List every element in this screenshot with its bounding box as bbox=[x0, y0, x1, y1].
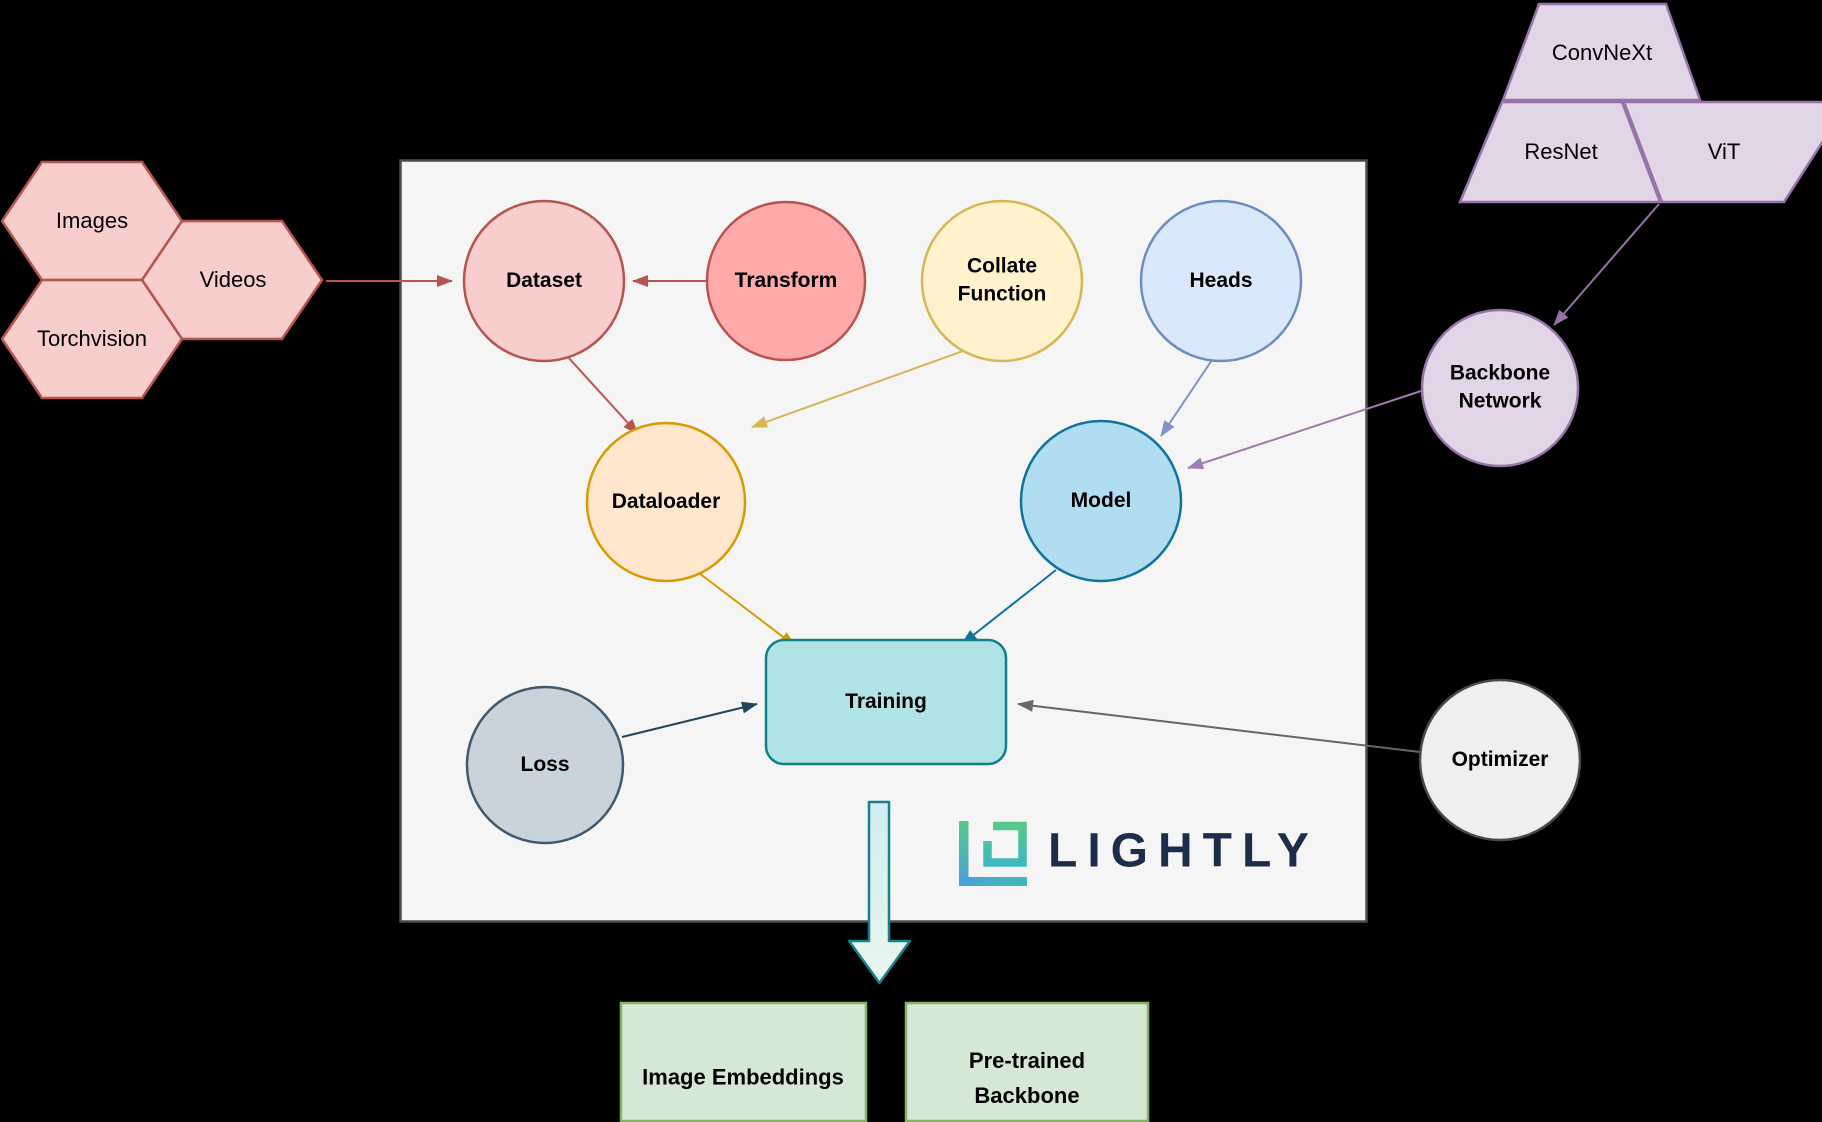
torchvision-hexagon bbox=[0, 278, 184, 400]
loss-node bbox=[465, 685, 625, 845]
image-embeddings-box bbox=[619, 1001, 868, 1122]
lightly-wordmark: LIGHTLY bbox=[1048, 824, 1319, 878]
training-box bbox=[764, 638, 1008, 766]
edge-backbones-backbone-network bbox=[1553, 203, 1660, 326]
edge-backbone-model bbox=[1187, 389, 1425, 469]
backbone-network-node bbox=[1420, 308, 1580, 468]
edge-model-training bbox=[961, 569, 1057, 645]
edge-loss-training bbox=[621, 701, 758, 738]
dataset-node bbox=[462, 199, 626, 363]
transform-node bbox=[705, 200, 867, 362]
edge-collate-dataloader bbox=[751, 350, 964, 428]
dataloader-node bbox=[585, 421, 747, 583]
model-node bbox=[1019, 419, 1183, 583]
pretrained-backbone-box bbox=[904, 1001, 1150, 1122]
lightly-logo-icon bbox=[959, 821, 1027, 886]
convnext-trapezoid bbox=[1501, 2, 1702, 102]
training-output-arrow bbox=[847, 800, 912, 985]
vit-trapezoid bbox=[1622, 100, 1822, 204]
heads-node bbox=[1139, 199, 1303, 363]
edge-dataloader-training bbox=[698, 572, 796, 647]
resnet-trapezoid bbox=[1458, 100, 1662, 204]
collate-function-node bbox=[920, 199, 1084, 363]
edge-optimizer-training bbox=[1017, 699, 1421, 753]
edge-dataset-dataloader bbox=[566, 355, 639, 435]
optimizer-node bbox=[1418, 678, 1582, 842]
edge-heads-model bbox=[1160, 359, 1213, 437]
